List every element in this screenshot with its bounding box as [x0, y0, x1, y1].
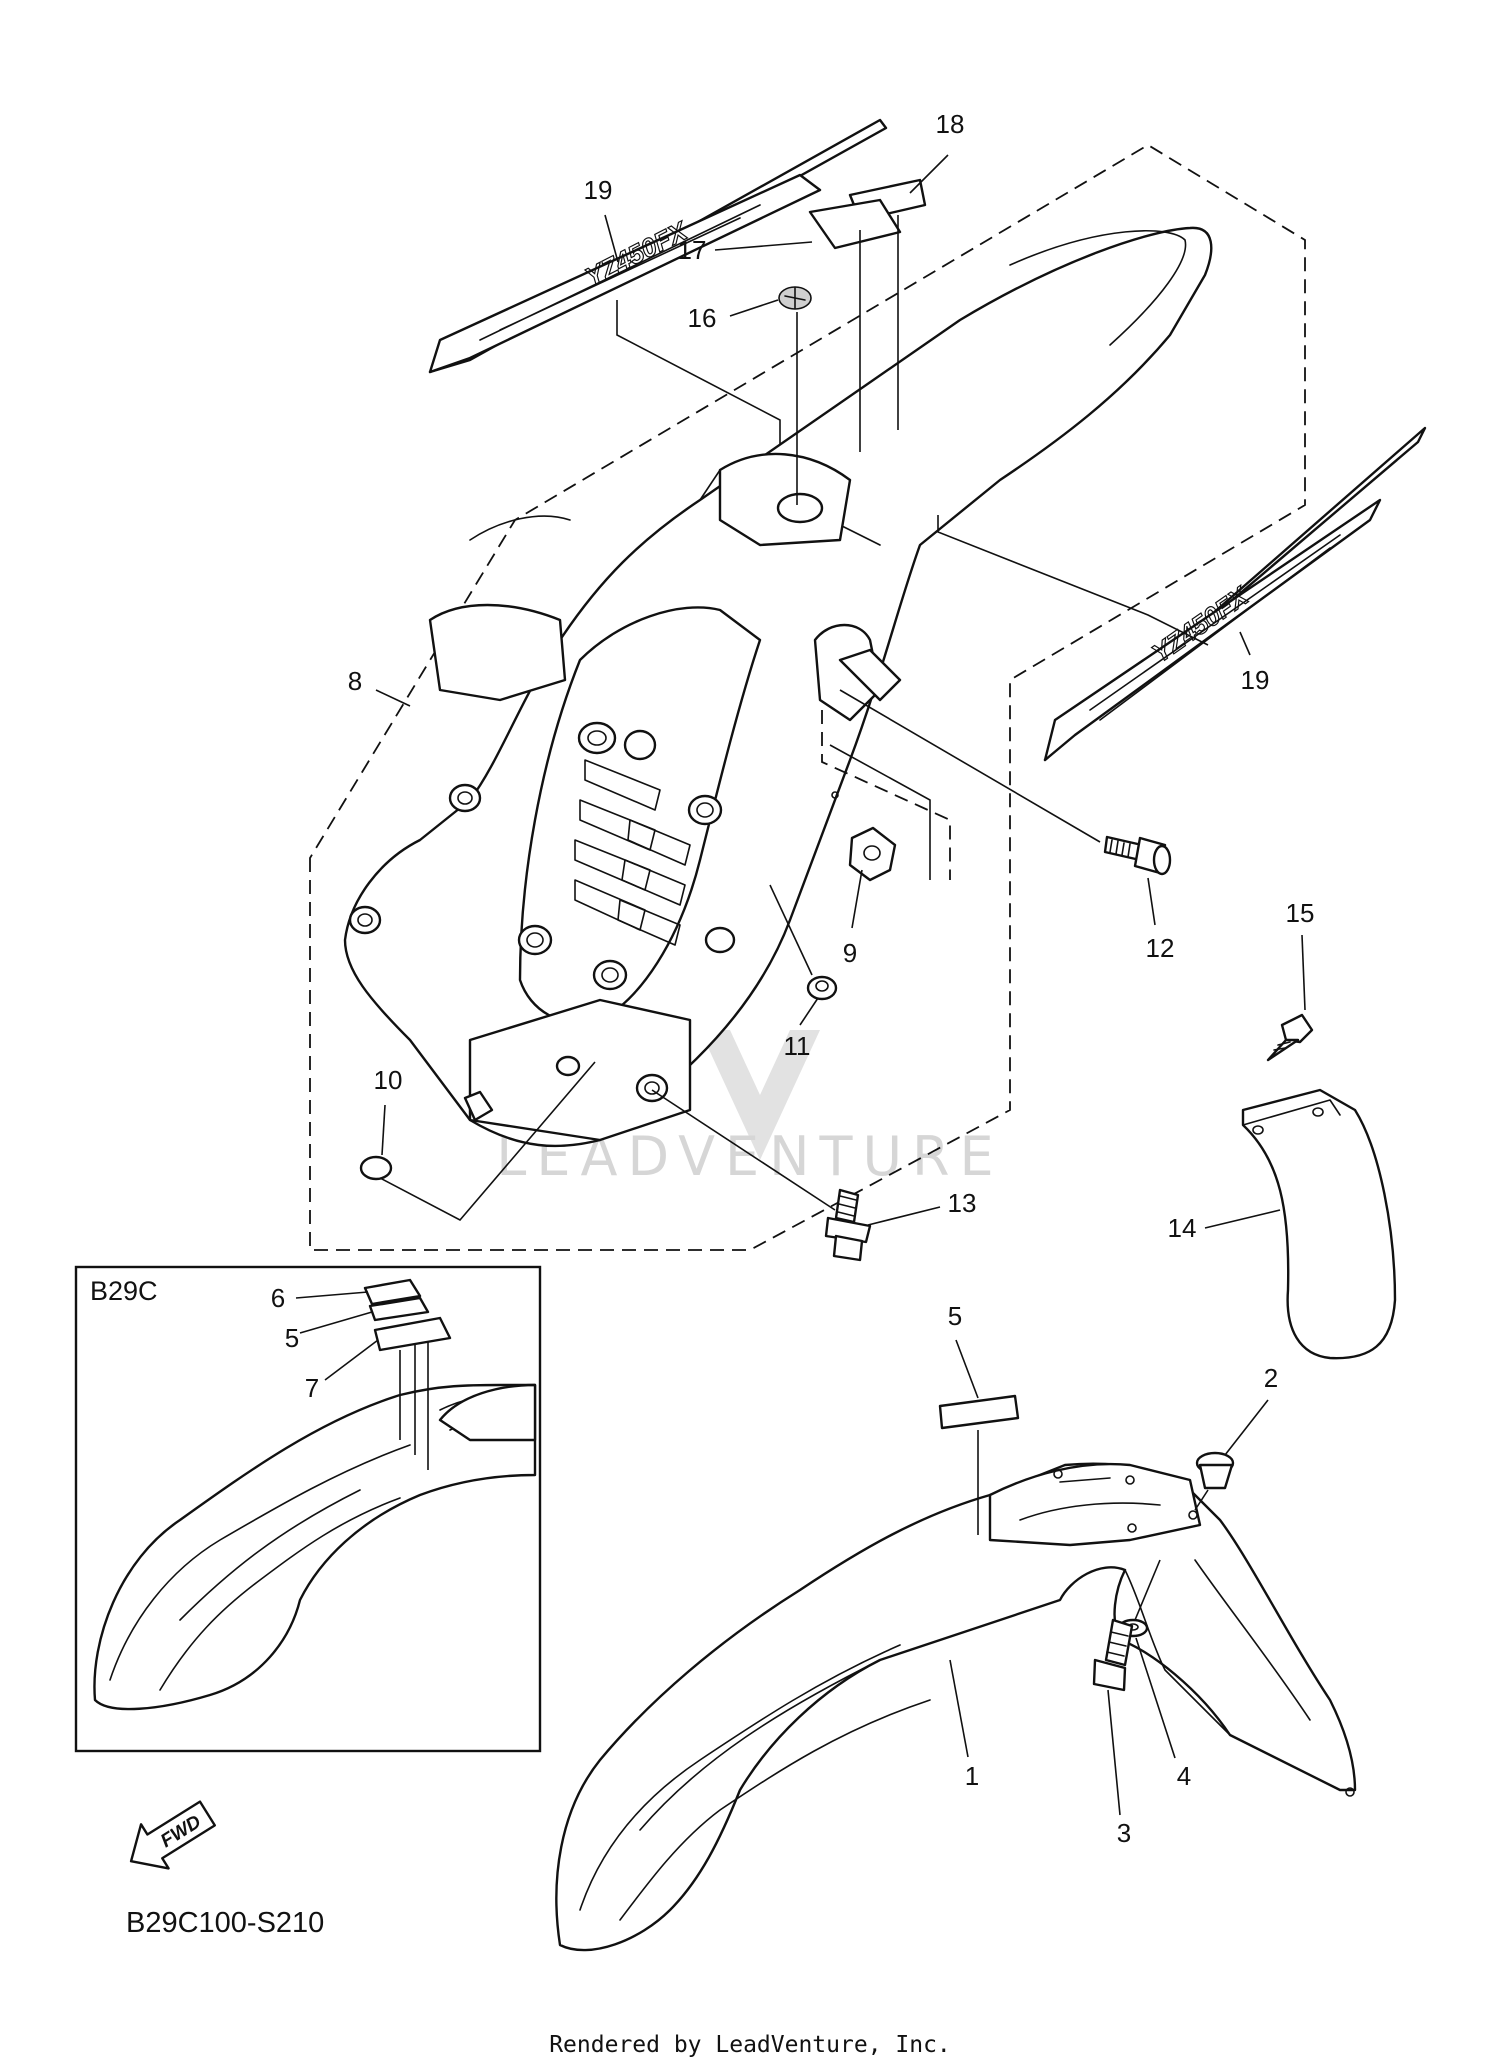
- leader-19b: [1239, 631, 1251, 656]
- leader-12: [1147, 877, 1156, 926]
- leader-4-path: [1134, 1559, 1161, 1621]
- leader-17: [714, 241, 813, 251]
- callout-5-front: 5: [948, 1301, 962, 1331]
- callout-12: 12: [1146, 933, 1175, 963]
- callout-4: 4: [1177, 1761, 1191, 1791]
- collar-10: [359, 1155, 393, 1181]
- leader-3: [1107, 1689, 1121, 1816]
- nut-9: [848, 826, 897, 882]
- inset-front-fender: [93, 1383, 537, 1711]
- leader-15: [1301, 934, 1306, 1011]
- fwd-arrow-icon: FWD: [129, 1800, 217, 1870]
- callout-15: 15: [1286, 898, 1315, 928]
- screw-15: [1266, 1013, 1314, 1062]
- leader-13-path: [651, 1089, 836, 1211]
- leader-16: [729, 299, 779, 317]
- callout-1: 1: [965, 1761, 979, 1791]
- callout-17: 17: [678, 235, 707, 265]
- leader-5-inset: [299, 1311, 373, 1334]
- callout-9: 9: [843, 938, 857, 968]
- leader-10-path: [379, 1061, 596, 1222]
- leader-11-path: [769, 884, 813, 976]
- inset-decal-5: [368, 1296, 430, 1322]
- leader-2-path: [1194, 1489, 1209, 1511]
- leader-13: [867, 1206, 941, 1226]
- leader-19a: [604, 214, 619, 263]
- leader-8: [375, 689, 411, 707]
- bolt-3: [1092, 1618, 1134, 1692]
- bolt-12: [1103, 835, 1172, 876]
- callout-8: 8: [348, 666, 362, 696]
- leader-10: [381, 1104, 386, 1156]
- leader-1: [949, 1659, 969, 1758]
- rear-graphic-right-lettering: YZ450FX: [1146, 580, 1255, 669]
- watermark-logo: [700, 900, 820, 1160]
- leader-9: [851, 869, 863, 929]
- callout-labels: 1 2 3 4 5 5 6 7 8 9 10 11 12 13 14 15 16…: [271, 109, 1315, 1848]
- leader-11: [799, 997, 819, 1026]
- bolt-13: [824, 1188, 872, 1262]
- washer-2: [1195, 1451, 1235, 1490]
- leader-4: [1135, 1637, 1176, 1759]
- callout-7: 7: [305, 1373, 319, 1403]
- bracket-plate: [829, 744, 931, 880]
- leader-19b-path: [937, 515, 1209, 646]
- front-fender: [555, 1462, 1357, 1952]
- leader-7: [324, 1339, 379, 1381]
- grommet-11: [806, 975, 838, 1001]
- splash-guard: [1241, 1088, 1397, 1360]
- callout-3: 3: [1117, 1818, 1131, 1848]
- callout-16: 16: [688, 303, 717, 333]
- rear-fender-top-hole: [776, 492, 824, 524]
- callout-19-left: 19: [584, 175, 613, 205]
- leader-6: [295, 1291, 369, 1299]
- diagram-code: B29C100-S210: [126, 1907, 324, 1939]
- inset-title: B29C: [90, 1276, 158, 1306]
- leader-2: [1224, 1399, 1269, 1456]
- callout-6: 6: [271, 1283, 285, 1313]
- rear-graphic-left: YZ450FX: [428, 118, 888, 374]
- inset-decals: [363, 1278, 452, 1470]
- rear-fender-assembly-outline: [309, 143, 1306, 1251]
- render-credit: Rendered by LeadVenture, Inc.: [549, 2032, 951, 2058]
- rear-fender: [343, 226, 1213, 1148]
- callout-14: 14: [1168, 1213, 1197, 1243]
- leader-19a-path: [616, 300, 781, 445]
- callout-5-inset: 5: [285, 1323, 299, 1353]
- decal-17: [808, 198, 902, 250]
- callout-10: 10: [374, 1065, 403, 1095]
- callout-13: 13: [948, 1188, 977, 1218]
- leader-14: [1204, 1209, 1281, 1229]
- callout-18: 18: [936, 109, 965, 139]
- callout-11: 11: [784, 1031, 811, 1061]
- decal-5-front: [938, 1394, 1020, 1430]
- leader-18: [909, 154, 949, 194]
- top-emblem-decals: [778, 178, 927, 310]
- rear-fender-vent-slots: [574, 759, 691, 946]
- inset-decal-7: [373, 1316, 452, 1352]
- callout-19-right: 19: [1241, 665, 1270, 695]
- inset-decal-6: [363, 1278, 422, 1306]
- callout-2: 2: [1264, 1363, 1278, 1393]
- leader-5-front: [955, 1339, 979, 1399]
- leader-12-path: [839, 689, 1101, 843]
- rear-graphic-right: YZ450FX: [1043, 426, 1427, 762]
